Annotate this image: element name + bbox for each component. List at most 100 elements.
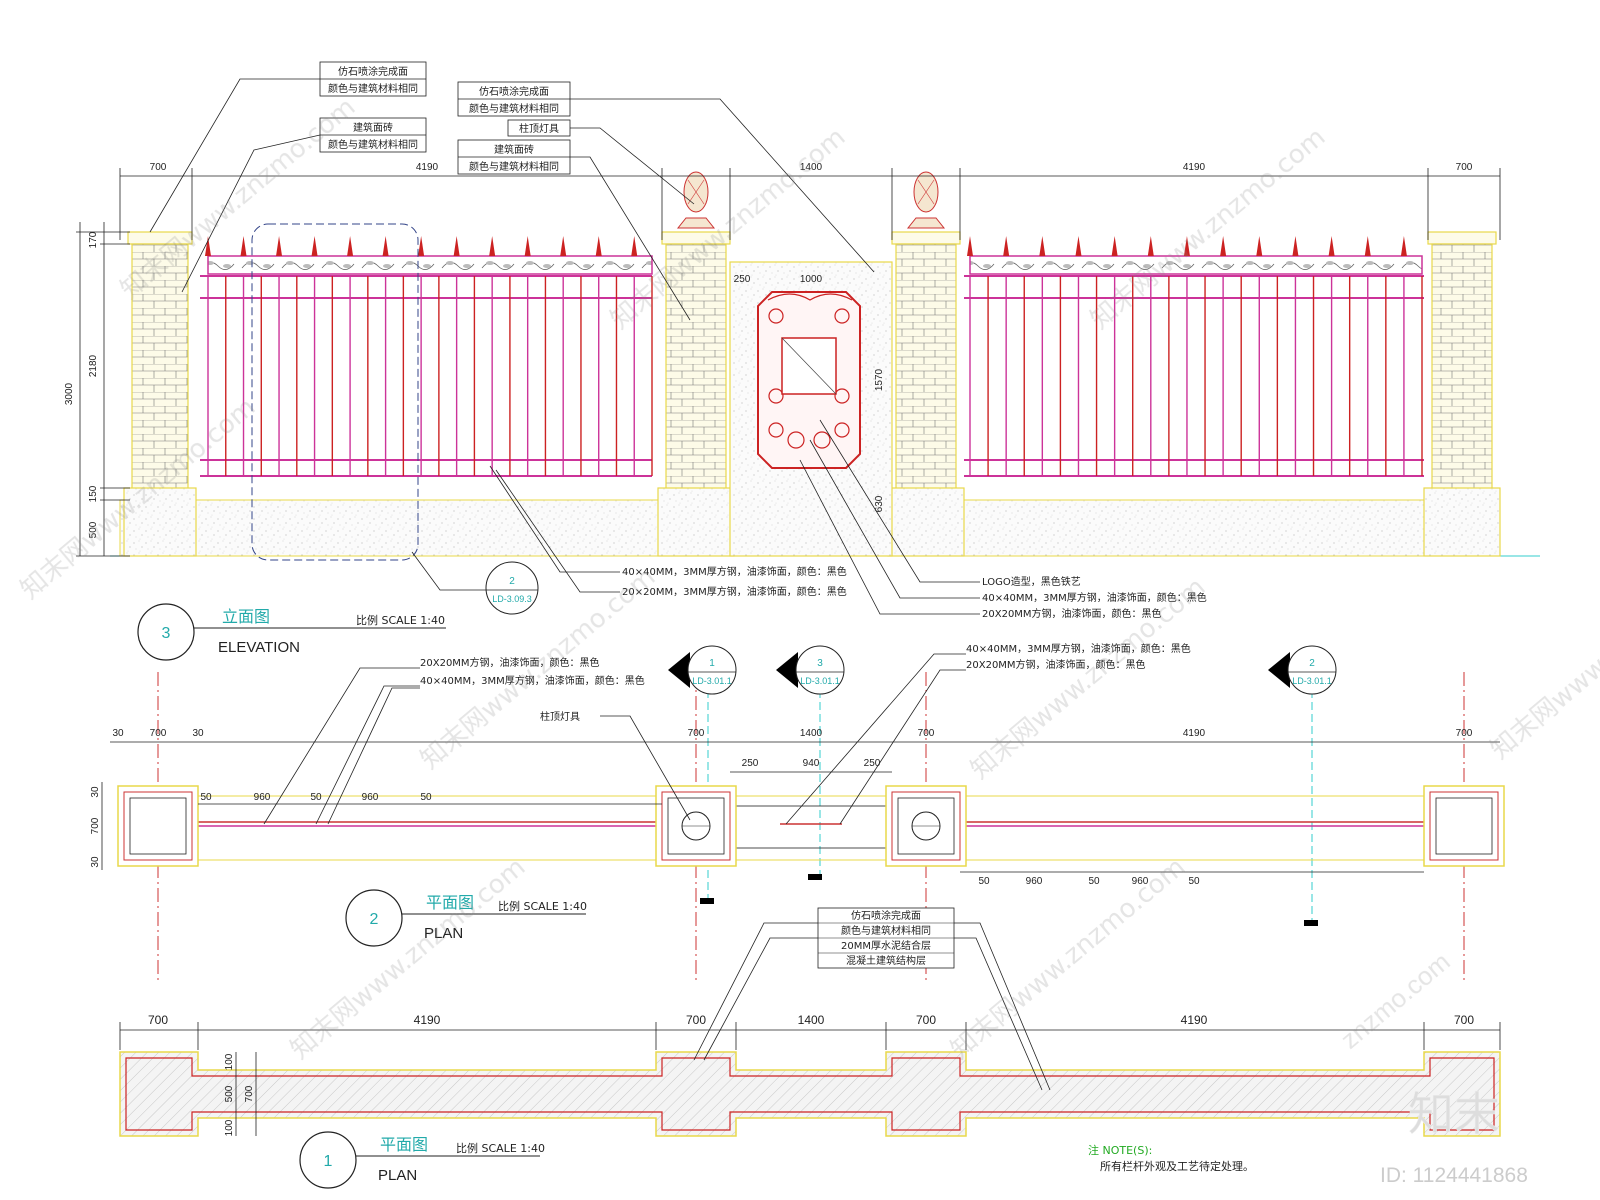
dim: 700 <box>686 1013 706 1027</box>
plan1-footing-inner <box>125 1057 1495 1131</box>
title-scale: 比例 SCALE 1:40 <box>356 613 445 627</box>
fence-spike <box>1256 236 1263 256</box>
detail-ref-num: 2 <box>509 576 515 587</box>
fence-spike <box>1220 236 1227 256</box>
general-notes: 注 NOTE(S): 所有栏杆外观及工艺待定处理。 <box>1088 1143 1254 1173</box>
elevation-top-dims: 700 4190 1400 4190 700 <box>119 162 1501 240</box>
plan1-title: 1 平面图 PLAN 比例 SCALE 1:40 <box>299 1131 545 1189</box>
note-text: 40×40MM，3MM厚方钢，油漆饰面，颜色：黑色 <box>622 565 847 578</box>
pillar-4 <box>1423 231 1501 557</box>
note-text: 20X20MM方钢，油漆饰面，颜色：黑色 <box>420 656 600 669</box>
dim: 700 <box>688 728 705 739</box>
elev-dim-5: 700 <box>1456 162 1473 173</box>
notes-heading: 注 NOTE(S): <box>1088 1143 1152 1157</box>
title-scale: 比例 SCALE 1:40 <box>456 1141 545 1155</box>
dim: 4190 <box>1183 728 1206 739</box>
pillar-2 <box>657 171 735 557</box>
dim: 50 <box>200 792 212 803</box>
fence-bars-left <box>207 276 653 476</box>
fence-spike <box>1111 236 1118 256</box>
dim: 960 <box>1026 876 1043 887</box>
dim: 30 <box>90 786 101 798</box>
title-num: 1 <box>324 1153 333 1170</box>
elev-dim-1: 700 <box>150 162 167 173</box>
fence-spike <box>524 236 531 256</box>
dim: 700 <box>918 728 935 739</box>
fence-panel-right <box>964 236 1424 477</box>
callout-text: 颜色与建筑材料相同 <box>469 160 559 173</box>
elev-total-dim: 3000 <box>64 382 75 405</box>
elev-bottom-notes: 40×40MM，3MM厚方钢，油漆饰面，颜色：黑色 20×20MM，3MM厚方钢… <box>489 419 1207 620</box>
callout-text: 颜色与建筑材料相同 <box>328 82 418 95</box>
section-code: LD-3.01.1 <box>800 676 840 686</box>
elev-left-dim-3: 150 <box>88 485 99 502</box>
plan1-view: 700 4190 700 1400 700 4190 700 100 500 1… <box>119 907 1501 1189</box>
fence-spike <box>1400 236 1407 256</box>
fence-spikes-right <box>967 236 1407 256</box>
section-code: LD-3.01.1 <box>692 676 732 686</box>
elev-dim-4: 4190 <box>1183 162 1206 173</box>
detail-ref-marker: 2 LD-3.09.3 <box>411 551 539 615</box>
fence-spike <box>347 236 354 256</box>
note-text: 混凝土建筑结构层 <box>846 954 926 967</box>
plan2-pillar-4 <box>1423 785 1505 867</box>
dim: 100 <box>224 1053 235 1070</box>
plan2-pillar-2 <box>655 785 737 867</box>
plan2-notes: 20X20MM方钢，油漆饰面，颜色：黑色 40×40MM，3MM厚方钢，油漆饰面… <box>263 642 1191 825</box>
dim: 700 <box>148 1013 168 1027</box>
plan2-title: 2 平面图 PLAN 比例 SCALE 1:40 <box>345 889 587 947</box>
dim: 700 <box>1454 1013 1474 1027</box>
detail-bubble <box>251 223 419 561</box>
section-num: 2 <box>1309 658 1315 669</box>
pillar-3 <box>887 171 965 557</box>
title-en: PLAN <box>378 1167 417 1184</box>
dim: 700 <box>244 1085 255 1102</box>
fence-spike <box>1328 236 1335 256</box>
fence-spike <box>205 236 211 256</box>
note-text: 20X20MM方钢，油漆饰面，颜色：黑色 <box>966 658 1146 671</box>
elevation-title: 3 立面图 ELEVATION 比例 SCALE 1:40 <box>137 603 446 661</box>
dim: 50 <box>1088 876 1100 887</box>
fence-panel-left <box>200 236 653 477</box>
elev-left-dim-4: 500 <box>88 521 99 538</box>
section-mark-1: 1 LD-3.01.1 <box>668 645 737 695</box>
note-text: 20X20MM方钢，油漆饰面，颜色：黑色 <box>982 607 1162 620</box>
logo-wall <box>729 261 893 557</box>
dim: 30 <box>90 856 101 868</box>
dim: 700 <box>1456 728 1473 739</box>
dim: 30 <box>192 728 204 739</box>
elev-left-dim-2: 2180 <box>88 354 99 377</box>
fence-spike <box>240 236 247 256</box>
callout-text: 柱顶灯具 <box>519 122 559 135</box>
callout-brick-1: 建筑面砖 颜色与建筑材料相同 <box>181 117 427 293</box>
callout-text: 建筑面砖 <box>494 143 534 156</box>
note-text: LOGO造型，黑色铁艺 <box>982 575 1081 588</box>
dim: 700 <box>916 1013 936 1027</box>
watermark-id: ID: 1124441868 <box>1380 1164 1528 1187</box>
fence-spike <box>560 236 567 256</box>
elevation-view: 700 4190 1400 4190 700 170 2180 150 500 … <box>64 61 1540 661</box>
plan1-footing <box>119 1051 1501 1137</box>
fence-spike <box>1147 236 1154 256</box>
dim: 4190 <box>1181 1013 1208 1027</box>
callout-finish-1: 仿石喷涂完成面 颜色与建筑材料相同 <box>149 61 427 233</box>
dim: 250 <box>864 758 881 769</box>
dim: 700 <box>150 728 167 739</box>
elevation-left-dims: 170 2180 150 500 3000 <box>64 222 130 557</box>
watermark-text: znzmo.com <box>1335 946 1456 1054</box>
elev-dim-3: 1400 <box>800 162 823 173</box>
fence-spike <box>453 236 460 256</box>
dim: 500 <box>224 1085 235 1102</box>
callout-text: 仿石喷涂完成面 <box>338 65 408 78</box>
logo-dim-h: 1570 <box>874 368 885 391</box>
dim: 50 <box>310 792 322 803</box>
dim: 960 <box>1132 876 1149 887</box>
plan1-top-dims: 700 4190 700 1400 700 4190 700 <box>119 1013 1501 1050</box>
dim: 1400 <box>800 728 823 739</box>
section-mark-3: 3 LD-3.01.1 <box>776 645 845 695</box>
plan2-top-dims: 30 700 30 700 1400 700 4190 700 250 940 … <box>90 728 1500 887</box>
fence-spike <box>1075 236 1082 256</box>
elev-left-dim-1: 170 <box>88 231 99 248</box>
title-num: 3 <box>162 625 171 642</box>
logo-dim-side: 250 <box>734 274 751 285</box>
